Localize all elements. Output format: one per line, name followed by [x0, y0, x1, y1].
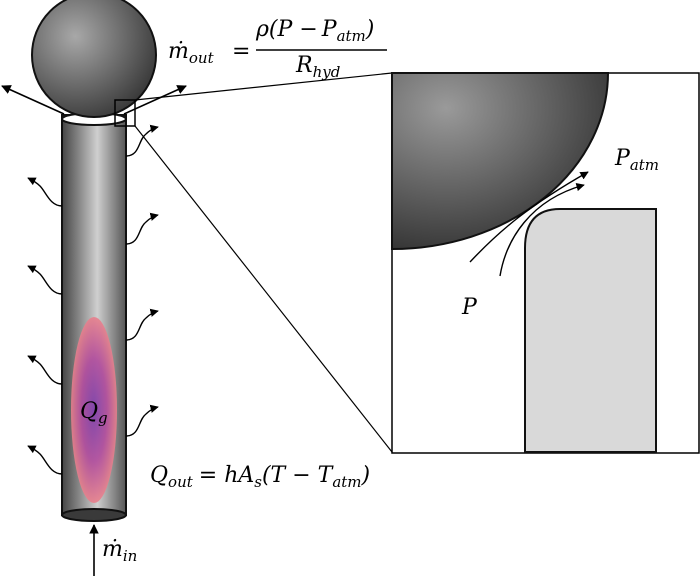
hyd-subscript: hyd	[313, 63, 341, 81]
mdot-in-label: ṁin	[102, 537, 137, 565]
heat-loss-arrow-right-2	[125, 212, 159, 245]
mdot-out-subscript: out	[189, 49, 215, 67]
zoom-source-box	[114, 99, 136, 127]
q-g-subscript: g	[98, 409, 108, 427]
close-paren: )	[365, 17, 375, 42]
equals-sign-1: =	[232, 39, 250, 64]
q-out-rhs: = hA	[199, 463, 254, 488]
mdot-out-symbol: ṁ	[168, 39, 189, 64]
t-close: )	[361, 463, 371, 488]
q-out-subscript: out	[168, 473, 194, 491]
p-minus: P −	[277, 17, 318, 42]
heat-loss-arrow-right-3	[125, 308, 159, 341]
outflow-arrow-left	[1, 85, 65, 115]
heat-loss-arrow-left-1	[27, 177, 63, 207]
p-atm-zoom-symbol: P	[614, 146, 631, 171]
outflow-equation: ṁout = ρ(P −Patm) Rhyd	[168, 17, 387, 81]
ball-sphere	[31, 0, 157, 118]
s-subscript: s	[254, 473, 262, 491]
t-atm-subscript: atm	[332, 473, 361, 491]
q-out-symbol: Q	[150, 463, 168, 488]
heat-loss-arrow-left-3	[27, 355, 63, 385]
q-g-label: Qg	[80, 399, 108, 427]
zoom-sphere-section	[391, 72, 610, 251]
r-symbol: R	[295, 53, 313, 78]
t-open: (T − T	[262, 463, 335, 488]
zoom-nozzle-block	[524, 208, 657, 453]
p-zoom-label: P	[461, 295, 478, 320]
svg-text:ρ(P −Patm): ρ(P −Patm)	[255, 17, 374, 45]
zoom-line-bottom	[134, 125, 393, 453]
heat-loss-arrow-right-4	[125, 404, 159, 437]
heat-loss-arrow-left-2	[27, 265, 63, 295]
p-atm-zoom-label: Patm	[614, 146, 659, 174]
mdot-in-subscript: in	[123, 547, 137, 565]
heat-generation-zone	[71, 317, 117, 503]
heat-loss-arrow-right-1	[125, 124, 159, 157]
p-atm-zoom-subscript: atm	[630, 156, 659, 174]
heat-loss-arrow-left-4	[27, 445, 63, 475]
rho-open: ρ(	[255, 17, 278, 42]
mdot-in-symbol: ṁ	[102, 537, 123, 562]
svg-text:Rhyd: Rhyd	[295, 53, 340, 81]
zoom-line-top	[134, 72, 393, 101]
atm-subscript: atm	[337, 27, 366, 45]
rod-bottom-cap	[61, 508, 127, 522]
zoom-flow-arrow-lower	[499, 182, 585, 277]
svg-text:ṁout: ṁout	[168, 39, 215, 67]
heat-loss-equation: Qout = hAs(T − Tatm)	[150, 463, 370, 491]
q-g-symbol: Q	[80, 399, 98, 424]
zoom-flow-arrow-upper	[469, 171, 589, 263]
p-atm-symbol: P	[321, 17, 338, 42]
